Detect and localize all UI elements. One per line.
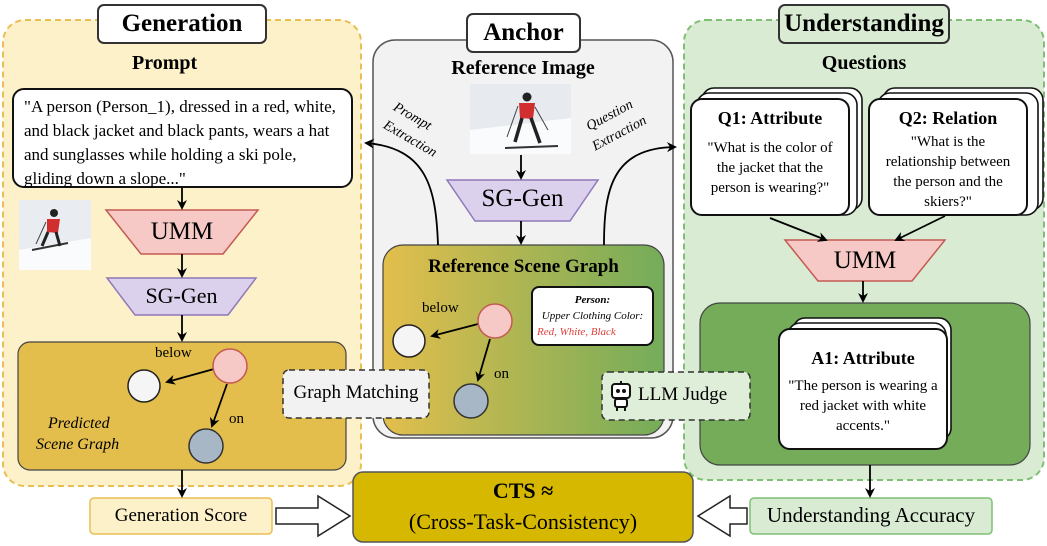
umm-trapezoid-understanding bbox=[783, 239, 947, 282]
sggen-label-anchor: SG-Gen bbox=[481, 185, 564, 212]
attribute-callout-title: Person: bbox=[574, 294, 611, 306]
questions-label: Questions bbox=[821, 52, 907, 74]
reference-surface-node bbox=[453, 383, 489, 419]
reference-image-label: Reference Image bbox=[451, 57, 595, 79]
umm-label-understanding: UMM bbox=[833, 247, 897, 274]
llm-judge-box bbox=[601, 371, 751, 421]
predicted-scene-graph bbox=[127, 348, 248, 464]
understanding-accuracy-label: Understanding Accuracy bbox=[766, 503, 976, 527]
understanding-to-cts-arrow bbox=[696, 494, 748, 538]
q1-card: Q1: Attribute "What is the color of the … bbox=[690, 98, 850, 216]
reference-person-node bbox=[477, 303, 513, 339]
reference-graph-title: Reference Scene Graph bbox=[428, 256, 619, 277]
understanding-title: Understanding bbox=[778, 4, 950, 44]
reference-edge-on: on bbox=[494, 366, 509, 382]
q2-title: Q2: Relation bbox=[898, 108, 998, 128]
robot-icon bbox=[611, 381, 631, 411]
anchor-title: Anchor bbox=[466, 13, 581, 53]
q1-text: "What is the color of the jacket that th… bbox=[707, 140, 833, 196]
prompt-label: Prompt bbox=[132, 52, 198, 74]
reference-edge-below: below bbox=[422, 300, 459, 316]
attribute-callout-value: Red, White, Black bbox=[537, 326, 616, 338]
sggen-label-generation: SG-Gen bbox=[145, 283, 218, 308]
attribute-callout: Person: Upper Clothing Color: Red, White… bbox=[531, 286, 654, 346]
graph-matching-box bbox=[282, 369, 430, 419]
q2-card: Q2: Relation "What is the relationship b… bbox=[868, 98, 1028, 216]
graph-matching-label: Graph Matching bbox=[293, 382, 419, 403]
generated-image bbox=[19, 200, 91, 270]
predicted-edge-on: on bbox=[229, 411, 244, 427]
sggen-trapezoid-generation bbox=[105, 277, 258, 316]
reference-image bbox=[470, 84, 571, 154]
reference-object-node bbox=[392, 324, 426, 358]
predicted-graph-label-1: Predicted bbox=[48, 415, 110, 432]
q2-text: "What is the relationship between the pe… bbox=[885, 134, 1011, 210]
predicted-graph-label-2: Scene Graph bbox=[36, 436, 120, 453]
generation-title: Generation bbox=[97, 4, 267, 44]
predicted-edge-below: below bbox=[155, 345, 192, 361]
cts-box bbox=[352, 471, 694, 543]
a1-card: A1: Attribute "The person is wearing a r… bbox=[778, 328, 948, 450]
attribute-callout-line: Upper Clothing Color: bbox=[541, 310, 644, 322]
q1-title: Q1: Attribute bbox=[717, 108, 823, 128]
sggen-trapezoid-anchor bbox=[445, 179, 600, 222]
understanding-accuracy-box bbox=[749, 497, 993, 535]
predicted-surface-node bbox=[188, 428, 224, 464]
generation-score-box bbox=[89, 497, 273, 535]
llm-judge-label: LLM Judge bbox=[638, 384, 728, 405]
generation-to-cts-arrow bbox=[275, 494, 352, 538]
umm-label-generation: UMM bbox=[150, 218, 214, 245]
a1-title: A1: Attribute bbox=[811, 348, 915, 368]
generation-score-label: Generation Score bbox=[114, 505, 248, 526]
prompt-text-box: "A person (Person_1), dressed in a red, … bbox=[12, 88, 353, 188]
predicted-person-node bbox=[212, 348, 248, 384]
cts-title: CTS ≈ bbox=[492, 478, 554, 503]
reference-scene-graph bbox=[392, 303, 513, 419]
umm-trapezoid-generation bbox=[104, 209, 260, 255]
a1-text: "The person is wearing a red jacket with… bbox=[788, 378, 938, 434]
predicted-object-node bbox=[127, 369, 161, 403]
cts-subtitle: (Cross-Task-Consistency) bbox=[408, 509, 638, 534]
